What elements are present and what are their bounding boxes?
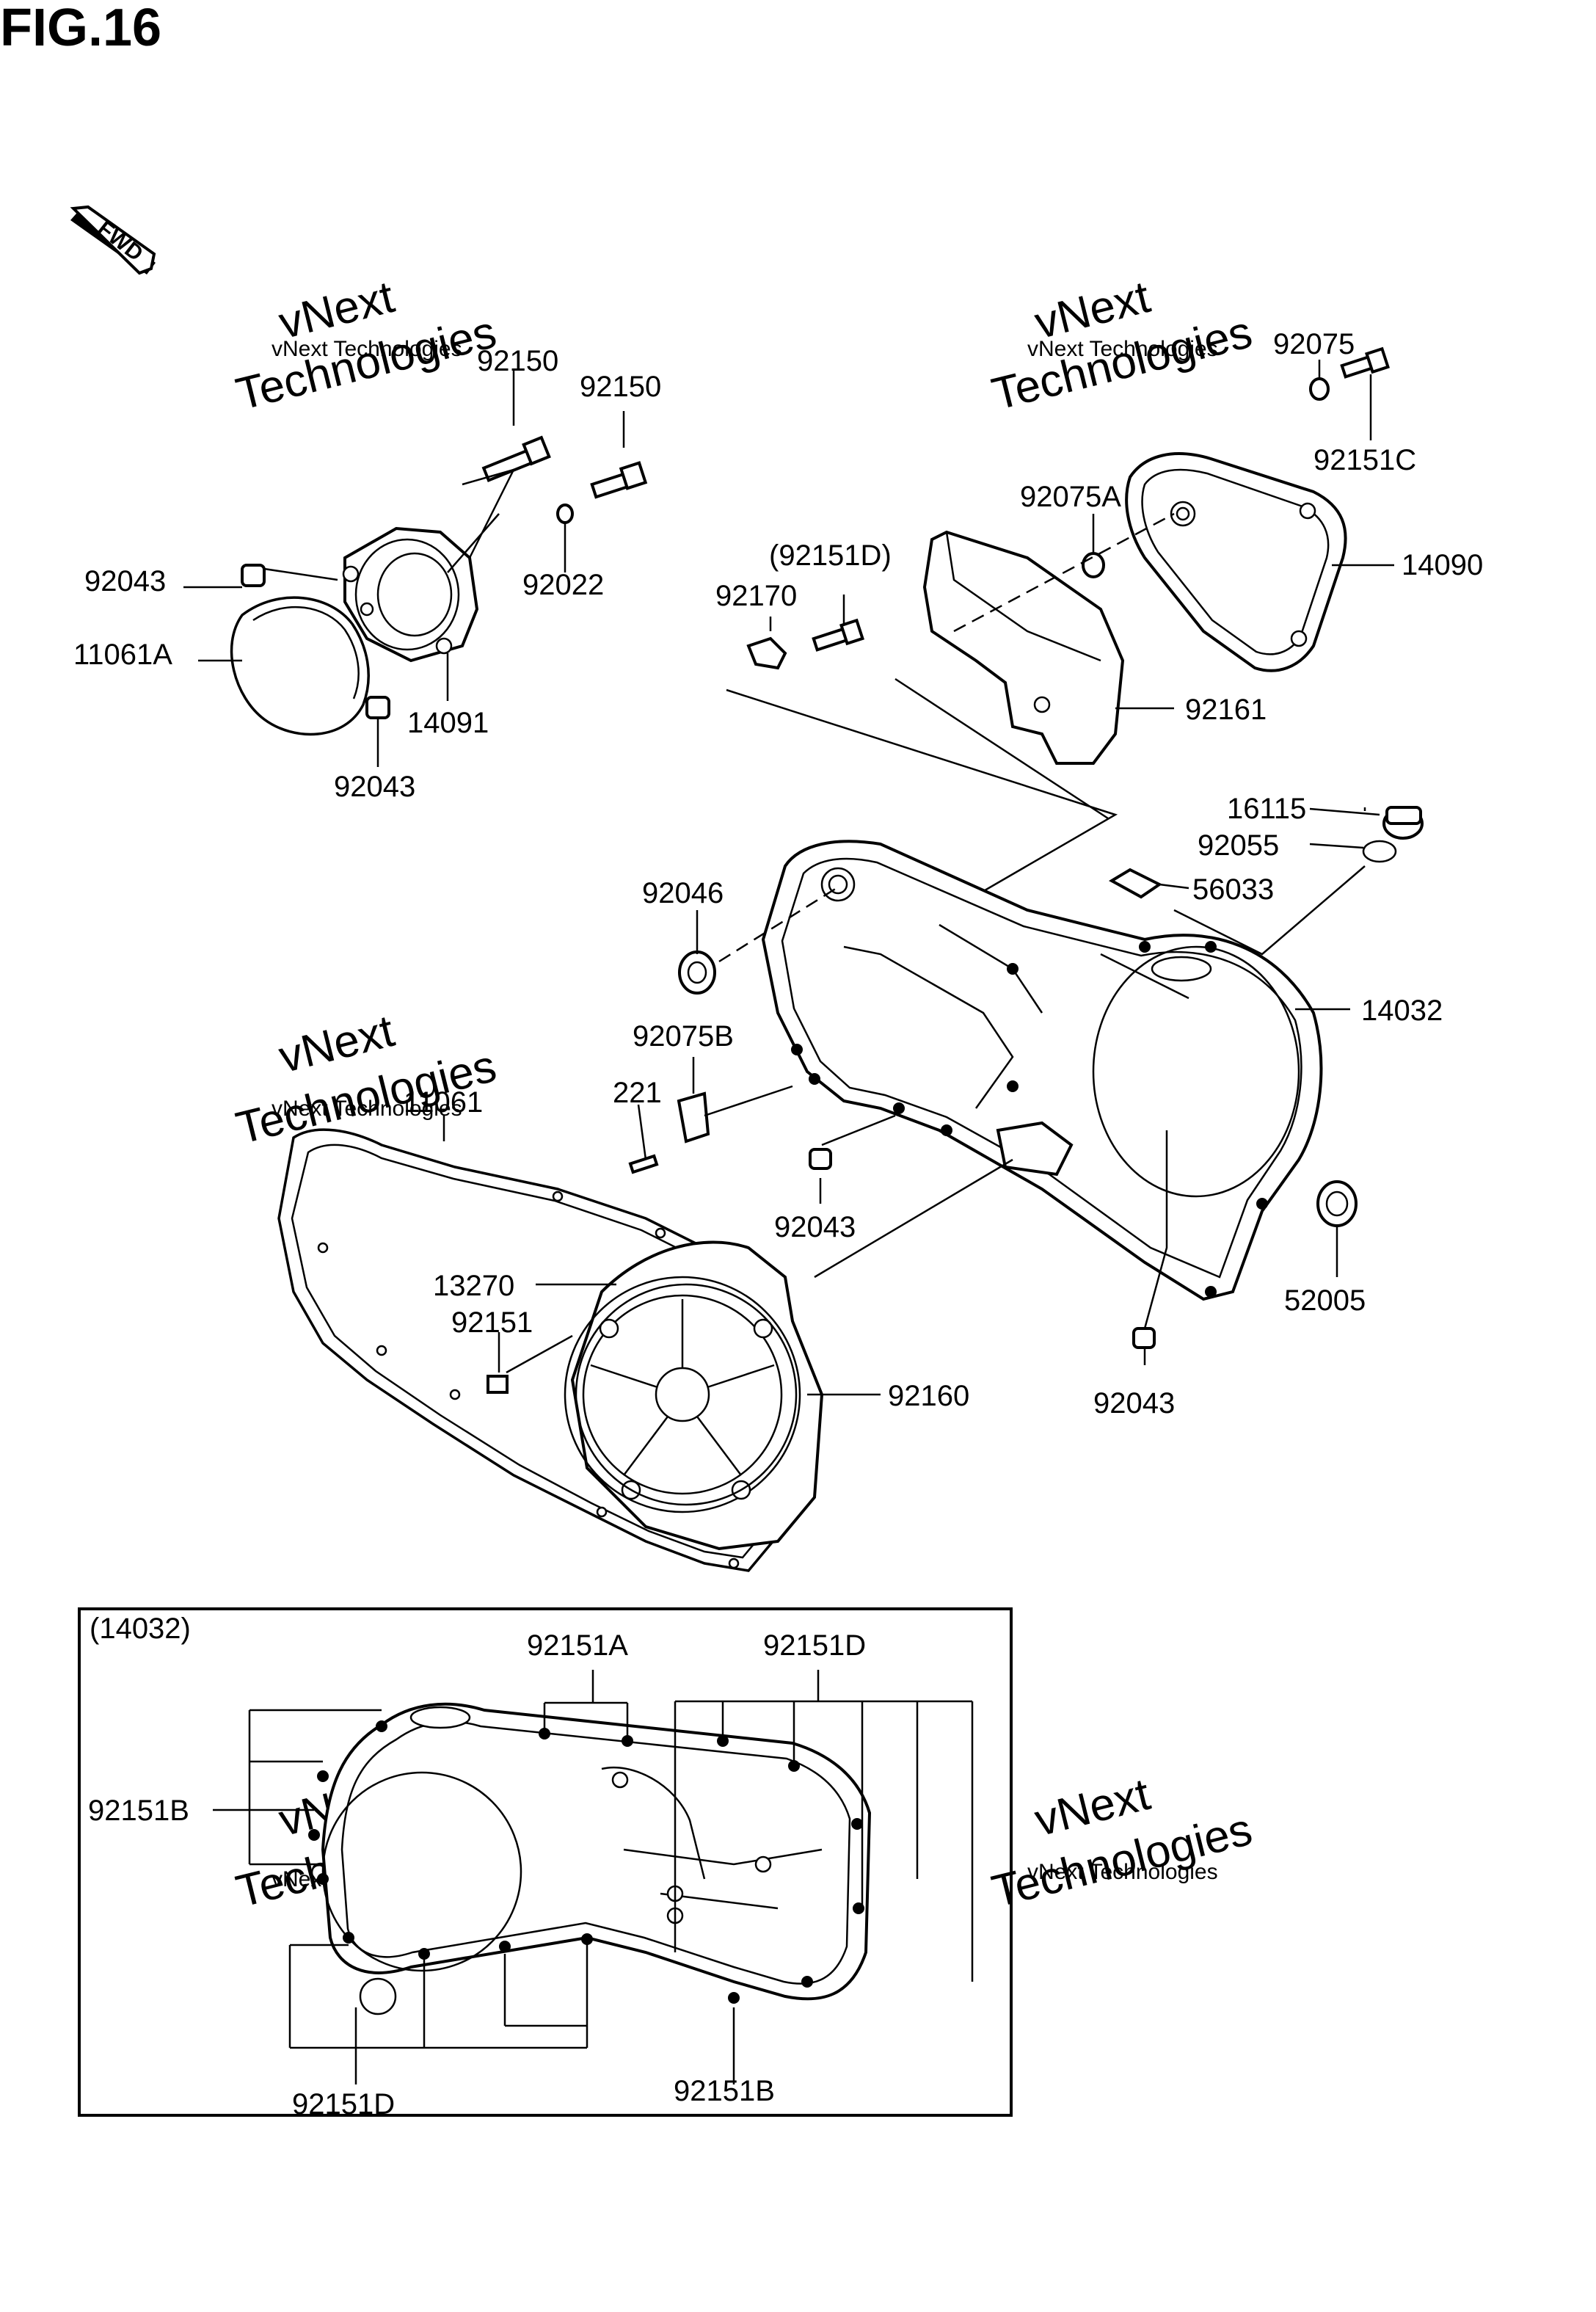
bolt-92150-a	[481, 435, 551, 483]
grommet-92075	[1309, 377, 1330, 401]
label-92150-a: 92150	[477, 345, 558, 377]
bolt-92151D-upper	[812, 618, 864, 652]
label-92151: 92151	[451, 1306, 533, 1339]
dowel-pin-92043-d	[1132, 1327, 1156, 1349]
screw-92151	[487, 1375, 509, 1394]
label-92075B: 92075B	[633, 1020, 734, 1053]
bolt-92151C	[1340, 346, 1390, 379]
svg-text:vNext Technologies: vNext Technologies	[1027, 337, 1218, 361]
label-13270: 13270	[433, 1270, 514, 1302]
gasket-11061	[277, 1128, 794, 1572]
housing-14091	[342, 526, 479, 663]
svg-text:vNext Technologies: vNext Technologies	[272, 337, 462, 361]
fwd-arrow-icon: FWD	[70, 205, 156, 275]
part-labels: 92150 92150 92022 92043 11061A 14091 920…	[73, 328, 1483, 1419]
label-92043-d: 92043	[1093, 1387, 1175, 1419]
label-92151D-paren: (92151D)	[769, 539, 892, 572]
inset-panel: (14032)	[78, 1607, 1013, 2120]
figure-title: FIG.16	[0, 0, 161, 57]
duct-92161	[922, 530, 1125, 765]
svg-text:vNext Technologies: vNext Technologies	[272, 1097, 462, 1121]
label-92043-b: 92043	[334, 771, 415, 803]
dowel-pin-92043-c	[809, 1148, 832, 1170]
label-11061A: 11061A	[73, 639, 172, 671]
grommet-92075A	[1082, 552, 1105, 578]
label-92022: 92022	[522, 569, 604, 601]
seal-52005	[1316, 1180, 1358, 1227]
oil-cap-16115	[1382, 806, 1424, 840]
label-16115: 16115	[1227, 793, 1306, 825]
outer-cover-14032	[761, 840, 1323, 1301]
label-14090: 14090	[1402, 549, 1483, 581]
label-92170: 92170	[715, 580, 797, 612]
dowel-pin-92043-a	[241, 564, 266, 587]
inset-label-92151B-left: 92151B	[88, 1795, 189, 1827]
gasket-11061A	[230, 596, 370, 736]
bearing-92046	[678, 950, 716, 995]
inset-label-92151D-top: 92151D	[763, 1629, 866, 1662]
bolt-92150-b	[590, 461, 648, 499]
clamp-92170	[746, 636, 787, 670]
label-221: 221	[613, 1077, 662, 1109]
cover-14090	[1125, 452, 1347, 672]
cover-92160	[564, 1240, 824, 1551]
inset-title: (14032)	[90, 1613, 191, 1645]
washer-92022	[556, 504, 574, 524]
inset-label-92151B-bottom: 92151B	[674, 2075, 775, 2107]
label-14032: 14032	[1361, 995, 1443, 1027]
label-14091: 14091	[407, 707, 489, 739]
label-92161: 92161	[1185, 694, 1267, 726]
plate-92075B	[677, 1091, 710, 1144]
dowel-pin-92043-b	[365, 696, 390, 719]
label-92150-b: 92150	[580, 371, 661, 403]
screw-221	[628, 1154, 659, 1174]
label-92043-c: 92043	[774, 1211, 856, 1243]
inset-label-92151A: 92151A	[527, 1629, 628, 1662]
label-92151C: 92151C	[1313, 444, 1416, 476]
label-92043-a: 92043	[84, 565, 166, 597]
inset-label-92151D-bottom: 92151D	[292, 2088, 395, 2120]
label-56033	[1108, 868, 1162, 899]
label-92055: 92055	[1198, 829, 1279, 862]
label-92075: 92075	[1273, 328, 1355, 360]
label-92075A: 92075A	[1020, 481, 1121, 513]
ring-13270	[575, 1283, 798, 1506]
label-11061: 11061	[404, 1086, 483, 1119]
label-56033: 56033	[1192, 873, 1274, 906]
label-92160: 92160	[888, 1380, 969, 1412]
o-ring-92055	[1362, 840, 1397, 863]
svg-text:vNext Technologies: vNext Technologies	[1027, 1860, 1218, 1884]
label-52005: 52005	[1284, 1284, 1366, 1317]
label-92046: 92046	[642, 877, 724, 909]
